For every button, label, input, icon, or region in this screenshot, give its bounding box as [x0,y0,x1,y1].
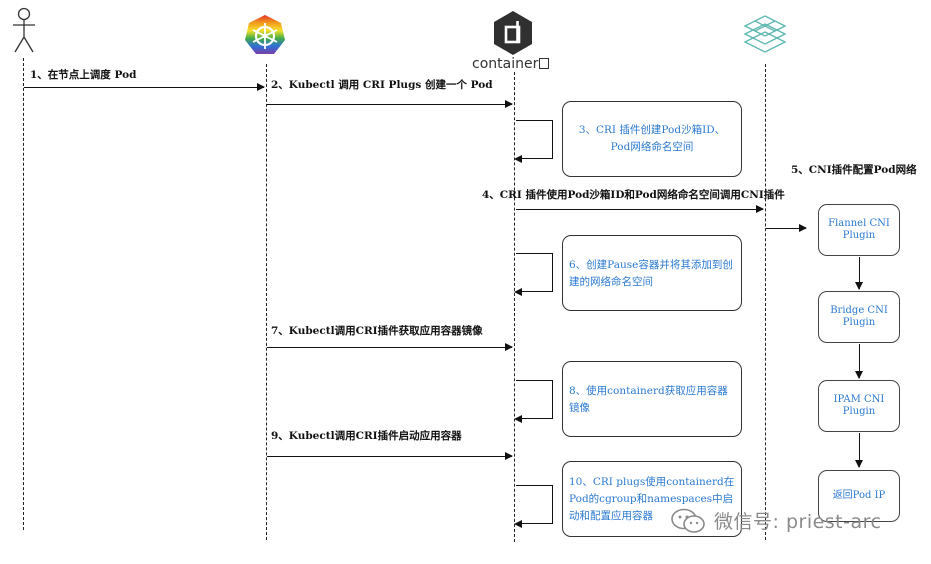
message-2-label: 2、Kubectl 调用 CRI Plugs 创建一个 Pod [271,79,493,91]
self-call-6 [514,253,553,296]
message-1-label: 1、在节点上调度 Pod [30,69,137,81]
containerd-label: container [472,56,550,72]
watermark-text: 微信号: priest-arc [714,511,882,533]
kubelet-lifeline [266,64,267,540]
cni-icon [743,15,787,53]
connector-3 [855,433,863,468]
containerd-icon [494,11,532,55]
message-5-label: 5、CNI插件配置Pod网络 [791,164,917,176]
return-pod-ip: 返回Pod IP [818,470,900,522]
note-8: 8、使用containerd获取应用容器镜像 [562,361,742,437]
wechat-icon [671,508,705,533]
message-9-label: 9、Kubectl调用CRI插件启动应用容器 [271,430,462,442]
message-7-label: 7、Kubectl调用CRI插件获取应用容器镜像 [271,325,483,337]
self-call-3 [514,120,553,163]
cni-lifeline [765,64,766,540]
message-9-arrow [267,452,513,460]
self-call-10 [514,485,553,528]
flannel-cni-plugin: Flannel CNI Plugin [818,204,900,256]
message-4-arrow [516,205,764,213]
ipam-cni-plugin: IPAM CNI Plugin [818,380,900,432]
connector-2 [855,344,863,379]
note-10: 10、CRI plugs使用containerd在Pod的cgroup和name… [562,461,742,537]
note-6: 6、创建Pause容器并将其添加到创建的网络命名空间 [562,235,742,311]
actor-icon [13,7,35,53]
containerd-lifeline [514,72,515,542]
connector-1 [855,257,863,290]
message-5-arrow [766,224,807,232]
self-call-8 [514,380,553,423]
bridge-cni-plugin: Bridge CNI Plugin [818,291,900,343]
message-1-arrow [24,83,265,91]
note-3: 3、CRI 插件创建Pod沙箱ID、 Pod网络命名空间 [562,101,742,177]
kubernetes-rainbow-icon [245,15,285,54]
message-7-arrow [267,343,513,351]
actor-lifeline [23,58,24,530]
message-4-label: 4、CRI 插件使用Pod沙箱ID和Pod网络命名空间调用CNI插件 [482,189,785,201]
message-2-arrow [267,100,513,108]
